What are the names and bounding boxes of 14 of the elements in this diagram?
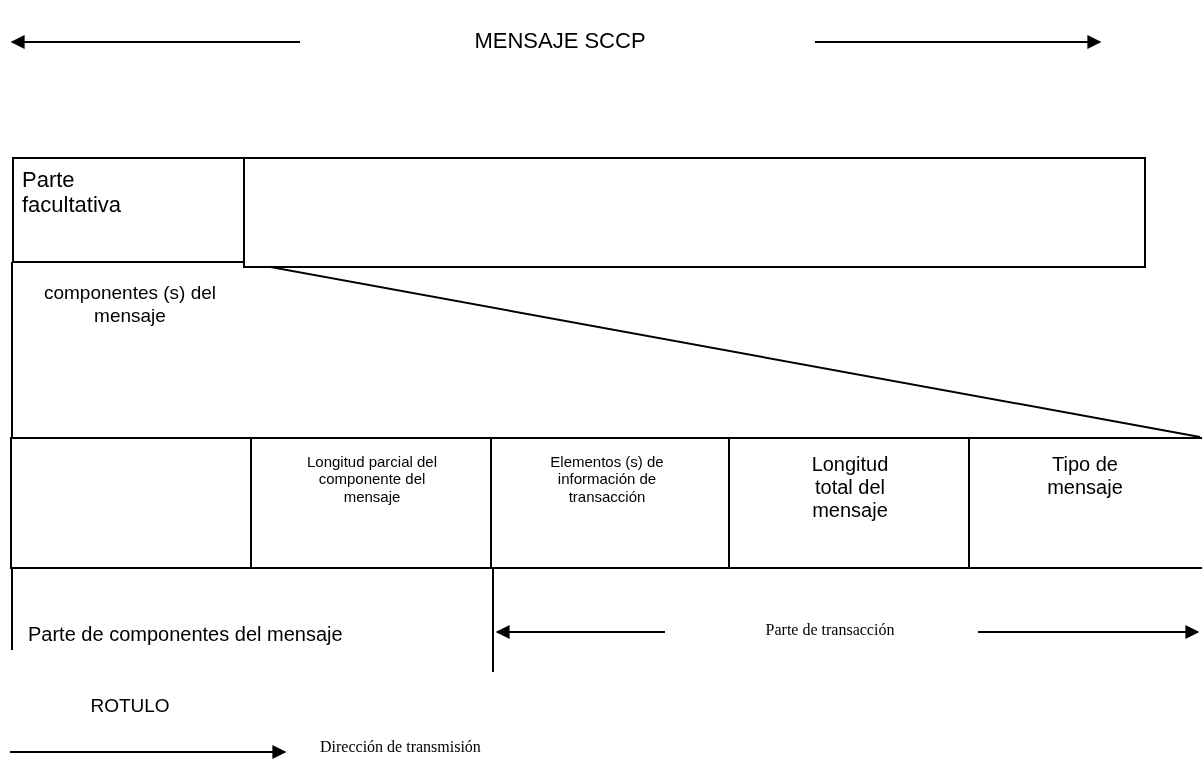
field-label: Tipo de mensaje: [1046, 453, 1124, 499]
field-label: Longitud parcial del componente del mensaje: [305, 453, 439, 505]
label-text: Dirección de transmisión: [320, 737, 482, 757]
field-box: [12, 157, 245, 263]
label-text: componentes (s) del mensaje: [42, 282, 218, 328]
label-text: Parte de componentes del mensaje: [28, 622, 344, 646]
field-label: Elementos (s) de información de transacción: [549, 453, 665, 505]
field-label: Longitud total del mensaje: [810, 453, 890, 522]
field-label: Parte facultativa: [22, 167, 123, 218]
label-text: ROTULO: [89, 695, 171, 718]
field-box: [10, 437, 252, 569]
title: MENSAJE SCCP: [473, 28, 647, 55]
field-box: [243, 157, 1146, 268]
label-text: Parte de transacción: [764, 620, 896, 640]
